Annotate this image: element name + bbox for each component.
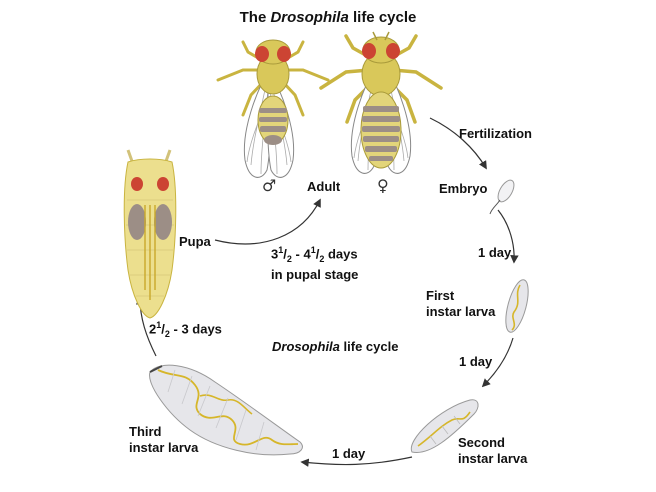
page-title: The Drosophila life cycle xyxy=(239,9,417,26)
third-instar-label: Third instar larva xyxy=(129,424,199,455)
duration-third-to-pupa: 21/2 - 3 days xyxy=(149,320,222,339)
fertilization-label: Fertilization xyxy=(459,126,532,141)
arrow-second-to-third xyxy=(300,456,413,467)
arrow-first-to-second xyxy=(481,337,514,388)
cycle-arrows xyxy=(135,117,519,467)
adult-female-fly xyxy=(319,31,443,174)
arrow-adult-to-embryo xyxy=(429,117,487,170)
duration-pupa-to-adult: 31/2 - 41/2 days in pupal stage xyxy=(271,245,359,282)
second-instar-larva-illustration xyxy=(410,399,479,453)
pupa-illustration xyxy=(123,149,177,319)
second-instar-label: Second instar larva xyxy=(458,435,528,466)
duration-embryo-to-first: 1 day xyxy=(478,245,512,260)
adult-male-fly xyxy=(216,39,330,178)
embryo-illustration xyxy=(489,179,515,215)
third-instar-larva-illustration xyxy=(149,364,303,456)
duration-second-to-third: 1 day xyxy=(332,446,366,461)
duration-first-to-second: 1 day xyxy=(459,354,493,369)
arrow-pupa-to-adult xyxy=(214,198,321,245)
first-instar-label: First instar larva xyxy=(426,288,496,319)
arrow-embryo-to-first xyxy=(497,209,519,264)
adult-label: Adult xyxy=(307,179,341,194)
male-symbol: ♂ xyxy=(262,176,277,195)
female-symbol: ♀ xyxy=(377,176,389,195)
pupa-label: Pupa xyxy=(179,234,211,249)
embryo-label: Embryo xyxy=(439,181,488,196)
first-instar-larva-illustration xyxy=(505,279,529,333)
center-life-cycle-label: Drosophila life cycle xyxy=(272,339,399,354)
